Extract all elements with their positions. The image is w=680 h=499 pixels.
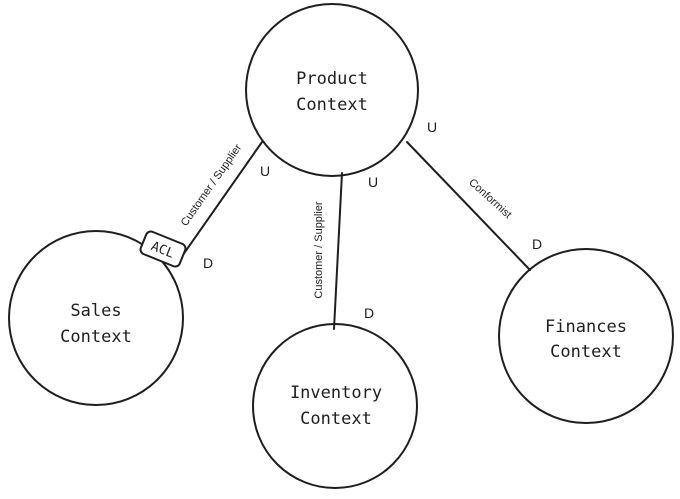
sales-context-label-line1: Sales bbox=[70, 301, 121, 321]
product-context-circle bbox=[245, 3, 419, 177]
product-finances-connector bbox=[406, 141, 531, 271]
product-inventory-connector bbox=[333, 172, 343, 330]
acl-badge: ACL bbox=[139, 230, 187, 268]
inventory-context-circle bbox=[252, 323, 418, 489]
sales-context-label-line2: Context bbox=[60, 327, 132, 347]
inventory-context-label-line1: Inventory bbox=[290, 383, 382, 403]
sales-context-circle bbox=[8, 230, 184, 406]
product-finances-downstream-marker: D bbox=[532, 236, 542, 252]
product-finances-relation-label: Conformist bbox=[466, 177, 514, 222]
product-sales-upstream-marker: U bbox=[260, 163, 270, 179]
finances-context-circle bbox=[498, 248, 674, 424]
product-inventory-relation-label: Customer / Supplier bbox=[313, 201, 325, 299]
product-inventory-downstream-marker: D bbox=[364, 305, 374, 321]
inventory-context-label-line2: Context bbox=[300, 409, 372, 429]
product-context-label-line2: Context bbox=[296, 95, 368, 115]
finances-context-label-line1: Finances bbox=[545, 317, 627, 337]
product-context[interactable]: Product Context bbox=[245, 3, 419, 177]
product-sales-connector bbox=[177, 141, 263, 263]
product-inventory-upstream-marker: U bbox=[368, 174, 378, 190]
acl-badge-box bbox=[139, 230, 187, 268]
product-sales-downstream-marker: D bbox=[203, 255, 213, 271]
product-context-label-line1: Product bbox=[296, 69, 368, 89]
inventory-context[interactable]: Inventory Context bbox=[252, 323, 418, 489]
sales-context[interactable]: Sales Context bbox=[8, 230, 184, 406]
product-finances-upstream-marker: U bbox=[427, 119, 437, 135]
finances-context-label-line2: Context bbox=[550, 342, 622, 362]
finances-context[interactable]: Finances Context bbox=[498, 248, 674, 424]
